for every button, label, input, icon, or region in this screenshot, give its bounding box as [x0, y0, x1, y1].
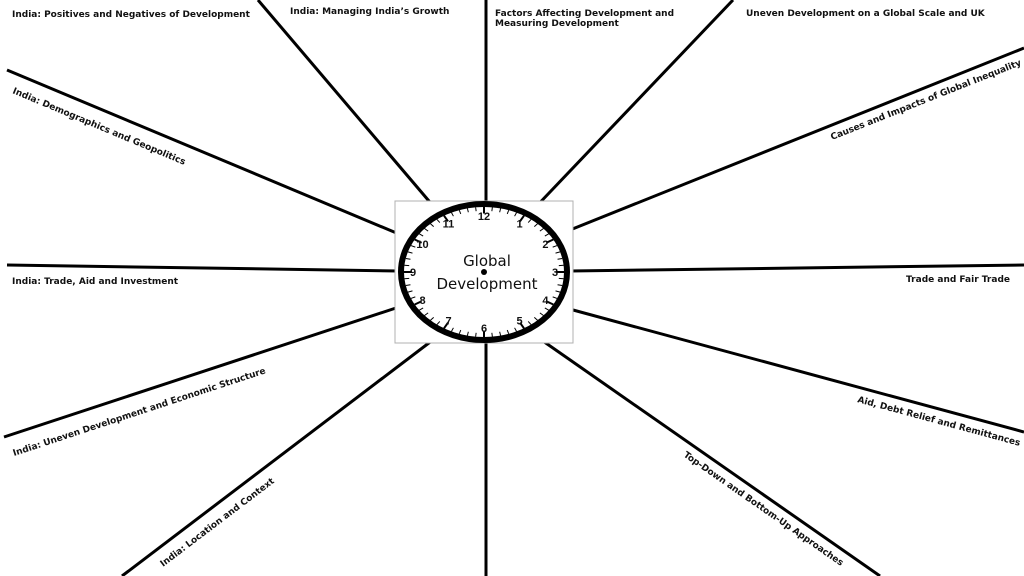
clock-hour-tick [519, 215, 525, 222]
label-location-context: India: Location and Context [159, 476, 277, 569]
clock-minute-tick [533, 223, 538, 227]
clock-number-1: 1 [516, 219, 522, 231]
clock-number-4: 4 [542, 295, 549, 307]
clock-minute-tick [436, 219, 441, 223]
clock-minute-tick [424, 312, 429, 316]
spokes [3, 0, 1024, 576]
label-demographics: India: Demographics and Geopolitics [11, 87, 187, 168]
clock-minute-tick [527, 321, 532, 325]
spoke-managing-growth [256, 0, 442, 215]
center-title-line2: Development [437, 275, 538, 293]
clock-minute-tick [405, 257, 411, 260]
clock-minute-tick [407, 251, 413, 254]
label-positives-negatives: India: Positives and Negatives of Develo… [12, 10, 251, 20]
clock-minute-tick [410, 245, 416, 248]
clock-ticks [404, 207, 564, 337]
clock-hour-tick [414, 238, 423, 244]
clock-minute-tick [555, 251, 561, 254]
clock-minute-tick [527, 219, 532, 223]
clock-minute-tick [555, 290, 561, 293]
clock-minute-tick [419, 307, 424, 311]
clock-minute-tick [451, 327, 454, 332]
spoke-aid-debt [561, 305, 1024, 434]
clock-minute-tick [458, 329, 462, 335]
clock-minute-tick [475, 332, 477, 337]
clock-minute-tick [499, 208, 502, 213]
clock-hour-tick [519, 322, 525, 329]
clock-minute-tick [506, 329, 510, 335]
clock-minute-tick [458, 209, 462, 215]
label-causes-impacts: Causes and Impacts of Global Inequality [829, 58, 1023, 143]
center-title-line1: Global [463, 252, 511, 270]
clock-minute-tick [544, 233, 549, 237]
spoke-causes-impacts [559, 46, 1024, 236]
clock-minute-tick [552, 296, 558, 299]
spoke-uneven-economic [3, 304, 403, 439]
spoke-top-down [529, 330, 881, 576]
clock-hour-tick [414, 300, 423, 306]
label-trade-fair-trade: Trade and Fair Trade [906, 275, 1010, 285]
clock-number-8: 8 [419, 295, 425, 307]
clock-minute-tick [491, 207, 493, 212]
clock-minute-tick [506, 209, 510, 215]
spoke-trade-aid-investment [6, 263, 399, 273]
label-top-down: Top-Down and Bottom-Up Approaches [681, 450, 845, 568]
clock-hour-tick [443, 215, 449, 222]
clock-minute-tick [557, 257, 563, 260]
clock-minute-tick [514, 327, 517, 332]
clock-hour-tick [545, 238, 554, 244]
label-factors-line2: Measuring Development [495, 19, 620, 29]
spoke-demographics [6, 68, 407, 239]
clock-minute-tick [533, 317, 538, 321]
clock-number-3: 3 [552, 267, 558, 279]
label-uneven-economic: India: Uneven Development and Economic S… [12, 366, 267, 458]
label-trade-aid-investment: India: Trade, Aid and Investment [12, 277, 179, 287]
clock-minute-tick [436, 321, 441, 325]
clock-minute-tick [539, 312, 544, 316]
clock-minute-tick [475, 207, 477, 212]
clock-number-11: 11 [443, 219, 455, 231]
clock-hour-tick [443, 322, 449, 329]
clock-minute-tick [419, 233, 424, 237]
clock-minute-tick [405, 284, 411, 287]
clock-hour-tick [545, 300, 554, 306]
clock-number-12: 12 [478, 211, 490, 223]
clock-minute-tick [451, 212, 454, 217]
clock-minute-tick [491, 332, 493, 337]
clock-minute-tick [410, 296, 416, 299]
label-aid-debt: Aid, Debt Relief and Remittances [856, 395, 1021, 448]
spoke-location-context [121, 331, 443, 576]
spoke-uneven-global-uk [528, 0, 735, 215]
clock-minute-tick [424, 228, 429, 232]
clock-minute-tick [557, 284, 563, 287]
clock-center-dot [481, 269, 487, 275]
label-uneven-global-uk: Uneven Development on a Global Scale and… [746, 9, 986, 19]
clock-minute-tick [499, 331, 502, 336]
clock-minute-tick [514, 212, 517, 217]
clock-number-5: 5 [516, 315, 522, 327]
clock-minute-tick [544, 307, 549, 311]
clock-number-6: 6 [481, 323, 487, 335]
clock-minute-tick [407, 290, 413, 293]
clock-minute-tick [466, 331, 469, 336]
clock-minute-tick [466, 208, 469, 213]
clock-number-10: 10 [416, 239, 428, 251]
clock-minute-tick [539, 228, 544, 232]
spoke-trade-fair-trade [569, 263, 1024, 273]
label-managing-growth: India: Managing India’s Growth [290, 7, 449, 17]
clock-number-9: 9 [410, 267, 416, 279]
clock-number-2: 2 [542, 239, 548, 251]
clock-minute-tick [552, 245, 558, 248]
clock-number-7: 7 [445, 315, 451, 327]
clock-minute-tick [430, 223, 435, 227]
clock-minute-tick [430, 317, 435, 321]
label-factors-line1: Factors Affecting Development and [495, 9, 674, 19]
